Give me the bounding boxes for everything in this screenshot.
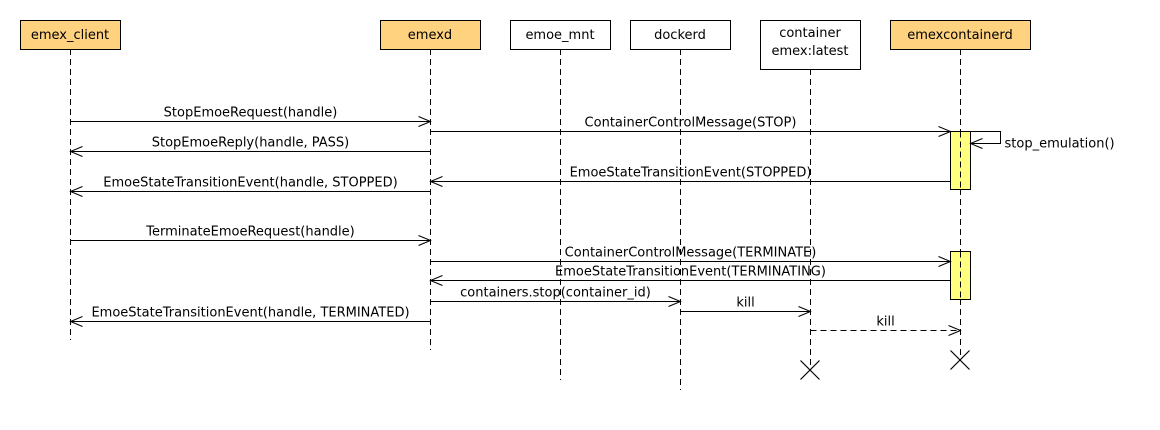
participant-box-emex_client	[20, 20, 121, 50]
message-label-12: kill	[876, 315, 894, 330]
message-arrowhead-12	[948, 325, 962, 336]
message-label-7: ContainerControlMessage(TERMINATE)	[565, 246, 817, 261]
message-arrowhead-1	[938, 126, 952, 137]
message-label-9: containers.stop(container_id)	[460, 286, 651, 301]
participant-label-emoe_mnt: emoe_mnt	[525, 28, 594, 43]
participant-box-emexd	[380, 20, 481, 50]
activation-bar-emexcontainerd	[950, 131, 971, 190]
message-arrowhead-3	[69, 146, 83, 157]
message-arrowhead-4	[429, 176, 443, 187]
destroy-mark-emexcontainerd	[950, 350, 970, 370]
message-arrowhead-6	[418, 235, 432, 246]
participant-label-dockerd: dockerd	[654, 28, 706, 43]
message-arrow-2	[970, 131, 1001, 144]
message-arrowhead-11	[798, 306, 812, 317]
destroy-mark-container	[800, 360, 820, 380]
message-label-8: EmoeStateTransitionEvent(TERMINATING)	[555, 265, 826, 280]
message-label-4: EmoeStateTransitionEvent(STOPPED)	[570, 166, 812, 181]
message-label-0: StopEmoeRequest(handle)	[164, 106, 338, 121]
participant-label-emex_client: emex_client	[31, 28, 109, 43]
message-label-6: TerminateEmoeRequest(handle)	[145, 225, 355, 240]
message-arrowhead-2	[969, 138, 983, 149]
participant-box-dockerd	[630, 20, 731, 50]
message-arrowhead-10	[69, 316, 83, 327]
message-arrowhead-7	[938, 256, 952, 267]
participant-box-emexcontainerd	[890, 20, 1031, 50]
participant-label-emexcontainerd: emexcontainerd	[907, 28, 1013, 43]
message-label-1: ContainerControlMessage(STOP)	[585, 116, 797, 131]
message-arrowhead-0	[418, 116, 432, 127]
message-arrowhead-5	[69, 186, 83, 197]
message-label-3: StopEmoeReply(handle, PASS)	[152, 136, 350, 151]
message-label-2: stop_emulation()	[1005, 137, 1115, 152]
participant-label-container: emex:latest	[771, 44, 848, 59]
message-arrowhead-9	[668, 296, 682, 307]
message-label-11: kill	[736, 296, 754, 311]
message-label-5: EmoeStateTransitionEvent(handle, STOPPED…	[103, 176, 397, 191]
participant-label-container: container	[779, 26, 841, 41]
message-arrowhead-8	[429, 275, 443, 286]
participant-label-emexd: emexd	[408, 28, 452, 43]
message-label-10: EmoeStateTransitionEvent(handle, TERMINA…	[91, 306, 409, 321]
